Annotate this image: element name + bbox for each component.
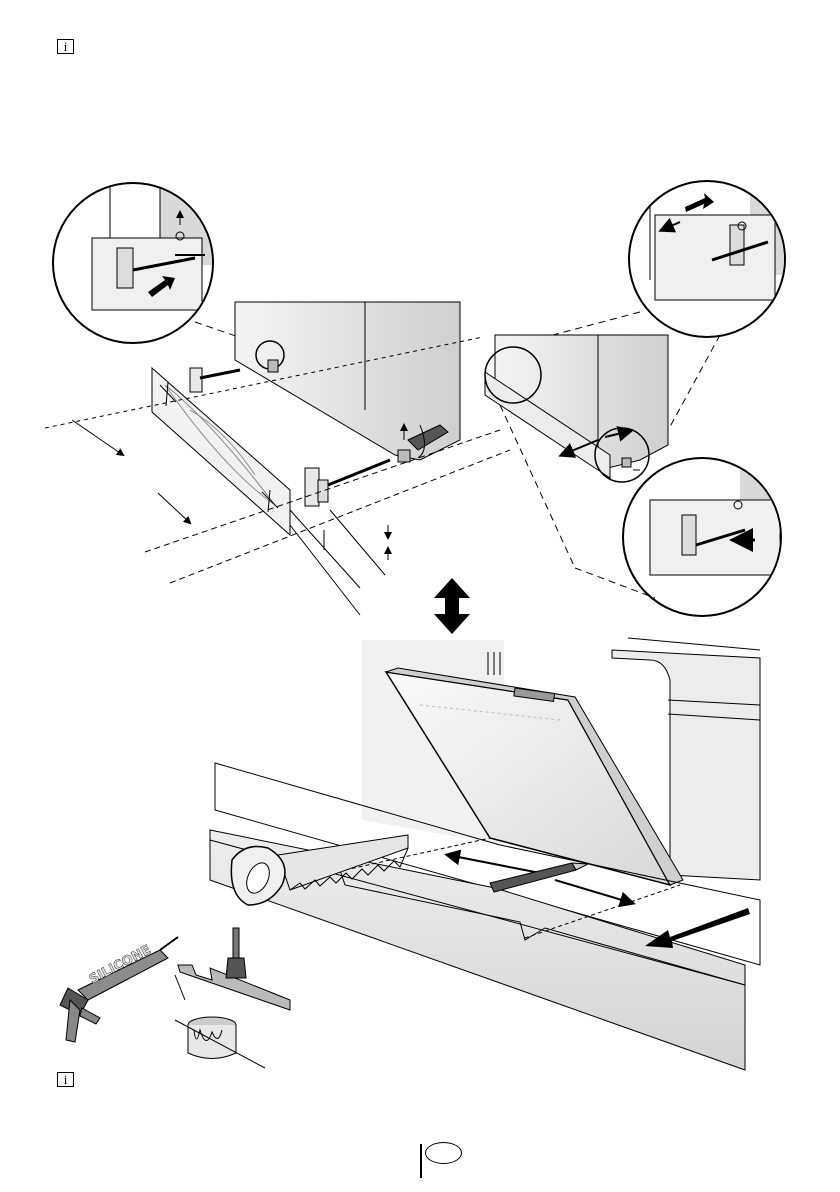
language-badge: [425, 1142, 462, 1164]
silicone-tube-icon: SILICONE: [60, 937, 178, 1042]
appliance-top-view: [235, 302, 460, 462]
pencil-icon: [490, 863, 588, 892]
detail-circle-right-top: [629, 181, 810, 337]
brush-icon: [226, 928, 246, 978]
detail-circle-left: [53, 183, 220, 343]
paint-can-icon: [175, 1017, 265, 1068]
arrow-icon: [645, 908, 750, 948]
appliance-right-view: [485, 335, 668, 482]
page-divider: [420, 1144, 422, 1178]
detail-circle-right-bottom: [623, 458, 800, 616]
double-arrow-icon: [434, 578, 470, 634]
